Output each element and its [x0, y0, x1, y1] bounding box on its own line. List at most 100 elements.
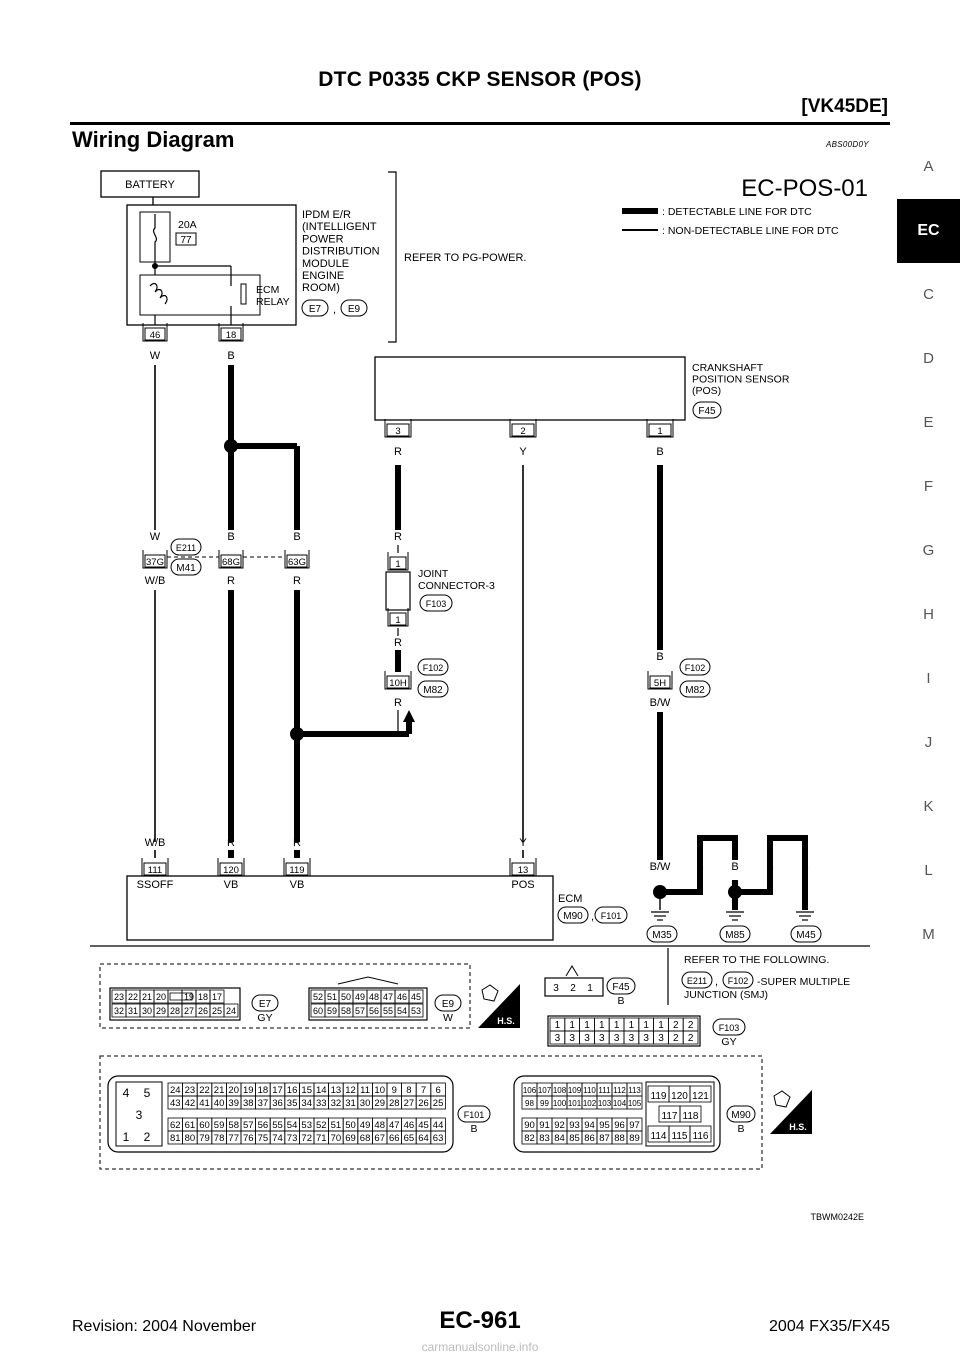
- f101-r4-num-8: 73: [287, 1133, 298, 1144]
- f101-left-1: 1: [123, 1130, 130, 1144]
- m90-color: B: [737, 1123, 744, 1135]
- f101-r3-num-4: 58: [228, 1120, 239, 1131]
- sensor-pin-2-bracket: [509, 419, 537, 438]
- tab-h[interactable]: H: [923, 606, 934, 623]
- f101-r1-num-3: 21: [214, 1085, 225, 1096]
- hs-label: H.S.: [497, 1016, 515, 1026]
- ecm-label: ECM: [558, 893, 582, 905]
- tab-g[interactable]: G: [922, 542, 935, 559]
- ipdm-pin-18-box: [220, 327, 242, 341]
- conn-e9-view-label: E9: [442, 999, 455, 1010]
- wire-color-y2: Y: [519, 837, 527, 849]
- wire-color-r5: R: [394, 637, 402, 649]
- e7-row1-num-6: 18: [198, 992, 208, 1002]
- ipdm-label-2: POWER: [302, 233, 344, 245]
- m90-r1-num-5: 111: [598, 1086, 611, 1095]
- tab-k[interactable]: K: [923, 798, 934, 815]
- m90-rb-num-1: 115: [672, 1131, 688, 1142]
- ecm-relay-label-2: RELAY: [256, 296, 290, 308]
- sensor-pin-1-box: [648, 423, 672, 437]
- ecm-pin-111-box: [143, 862, 167, 876]
- f101-r2-num-10: 33: [316, 1098, 327, 1109]
- ecm-pin-119-bracket: [283, 858, 311, 877]
- joint-pin-top-number: 1: [395, 559, 400, 570]
- conn-f102-b-label: F102: [685, 663, 706, 673]
- f101-r4-num-6: 75: [258, 1133, 269, 1144]
- f101-r2-num-8: 35: [287, 1098, 298, 1109]
- f101-r4-num-4: 77: [228, 1133, 239, 1144]
- tab-a[interactable]: A: [923, 158, 934, 175]
- m90-rb-cell-2: [689, 1125, 712, 1143]
- tab-d[interactable]: D: [923, 350, 934, 367]
- f103-row2-num-8: 2: [673, 1033, 679, 1044]
- wire-color-r6: R: [394, 697, 402, 709]
- e7-row2-num-6: 26: [198, 1006, 208, 1016]
- wire-color-r4: R: [394, 531, 402, 543]
- ecm-relay-label-1: ECM: [256, 284, 279, 296]
- m90-r1-num-6: 112: [613, 1086, 626, 1095]
- inline-5h-number: 5H: [654, 678, 666, 689]
- sensor-label-2: (POS): [692, 385, 721, 397]
- header-rule: [70, 122, 890, 125]
- battery-box: [100, 170, 200, 198]
- f101-r1-num-5: 19: [243, 1085, 254, 1096]
- f101-left-4: 4: [123, 1086, 130, 1100]
- f103-row2-num-5: 3: [629, 1033, 635, 1044]
- m90-right-block: [645, 1081, 715, 1147]
- ecm-pin-name-1: VB: [224, 879, 239, 891]
- tab-i[interactable]: I: [926, 670, 931, 687]
- comma-2: ,: [591, 911, 594, 923]
- legend-thick-line: [622, 208, 658, 214]
- f101-r4-num-0: 81: [170, 1133, 181, 1144]
- tab-e[interactable]: E: [923, 414, 934, 431]
- f101-r1-num-2: 22: [199, 1085, 210, 1096]
- f101-r2-num-11: 32: [331, 1098, 342, 1109]
- conn-e9-view-badge: [434, 994, 462, 1012]
- conn-f103-badge: [419, 594, 453, 612]
- refer-pg-power: REFER TO PG-POWER.: [404, 252, 526, 264]
- f103-row2-num-4: 3: [614, 1033, 620, 1044]
- tab-c[interactable]: C: [923, 286, 934, 303]
- m90-rb-num-2: 116: [693, 1131, 709, 1142]
- tab-j[interactable]: J: [924, 734, 933, 751]
- f101-r1-num-1: 23: [185, 1085, 196, 1096]
- tab-ec[interactable]: EC: [897, 199, 960, 263]
- inline-37g-bracket: [142, 550, 168, 569]
- tab-l[interactable]: L: [924, 862, 933, 879]
- f103-row1-num-1: 1: [569, 1020, 575, 1031]
- e7-row1-num-2: 21: [142, 992, 152, 1002]
- f103-row1-num-9: 2: [688, 1020, 694, 1031]
- f45-pin-3: 3: [553, 983, 559, 994]
- m90-rt-num-2: 121: [692, 1091, 709, 1102]
- f101-r2-num-1: 42: [185, 1098, 196, 1109]
- wire-color-w2: W: [150, 531, 161, 543]
- e7-row1-num-5: 19: [184, 992, 194, 1002]
- m90-rm-cell-1: [679, 1105, 702, 1123]
- m90-r4-num-3: 85: [569, 1133, 580, 1144]
- tab-f[interactable]: F: [923, 478, 934, 495]
- ecm-pin-13-bracket: [509, 858, 537, 877]
- conn-m90-label: M90: [563, 911, 583, 922]
- section-title: Wiring Diagram: [72, 127, 235, 152]
- f101-r2-num-0: 43: [170, 1098, 181, 1109]
- e9-row2-num-3: 57: [355, 1006, 365, 1016]
- f101-r1-num-9: 15: [301, 1085, 312, 1096]
- joint-pin-bottom-bracket: [387, 608, 409, 627]
- f101-r2-num-12: 31: [345, 1098, 356, 1109]
- f101-r2-num-18: 25: [433, 1098, 444, 1109]
- f45-pin-1: 1: [587, 983, 593, 994]
- connector-group-2: [99, 1055, 763, 1170]
- tab-m[interactable]: M: [922, 926, 935, 943]
- f103-color: GY: [721, 1036, 736, 1048]
- joint-pin-bottom-box: [389, 612, 407, 626]
- e7-row1-num-7: 17: [212, 992, 222, 1002]
- inline-68g-number: 68G: [222, 557, 240, 568]
- sensor-pin-3-number: 3: [395, 426, 400, 437]
- f101-r3-num-6: 56: [258, 1120, 269, 1131]
- f103-row2-num-6: 3: [643, 1033, 649, 1044]
- ecm-pin-name-0: SSOFF: [137, 879, 174, 891]
- fuse-number-box: [175, 232, 197, 246]
- f103-row1-num-2: 1: [584, 1020, 590, 1031]
- m90-r2-cell-7: [626, 1095, 643, 1110]
- f103-row2-num-0: 3: [555, 1033, 561, 1044]
